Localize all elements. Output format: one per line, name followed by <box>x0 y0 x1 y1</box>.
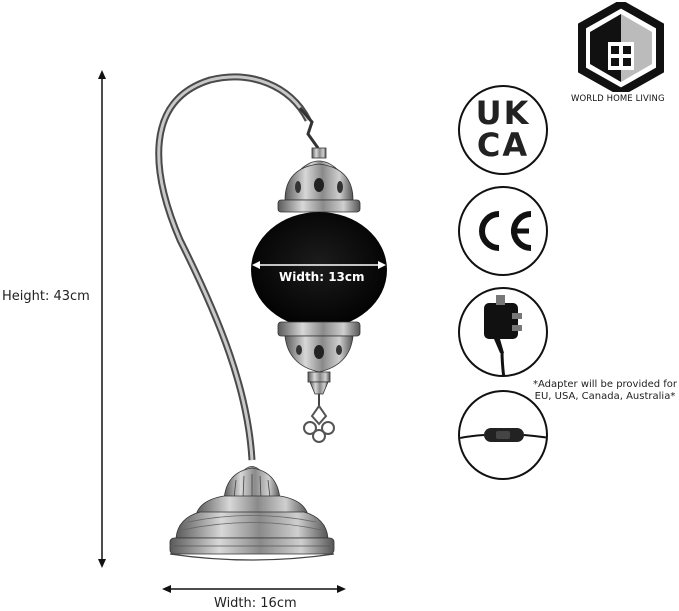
ukca-mark-badge: UK CA <box>458 85 548 175</box>
inline-switch-icon <box>460 428 546 442</box>
ukca-line1: UK <box>475 94 531 132</box>
brand-name: WORLD HOME LIVING <box>571 94 665 104</box>
lamp-illustration <box>155 73 387 561</box>
ce-mark-badge <box>458 186 548 276</box>
house-hexagon-logo-icon <box>578 2 664 92</box>
uk-plug-icon-badge <box>458 287 548 377</box>
adapter-note-line1: *Adapter will be provided for <box>532 379 678 390</box>
ce-icon <box>479 211 532 251</box>
height-dimension-arrow <box>98 70 106 568</box>
adapter-note-line2: EU, USA, Canada, Australia* <box>534 391 676 402</box>
height-label: Height: 43cm <box>2 289 90 304</box>
ukca-line2: CA <box>476 126 530 164</box>
shade-width-label: Width: 13cm <box>279 270 365 284</box>
inline-switch-icon-badge <box>458 390 548 480</box>
uk-plug-icon <box>484 295 522 375</box>
width-label: Width: 16cm <box>214 596 297 611</box>
width-dimension-arrow <box>162 585 346 593</box>
